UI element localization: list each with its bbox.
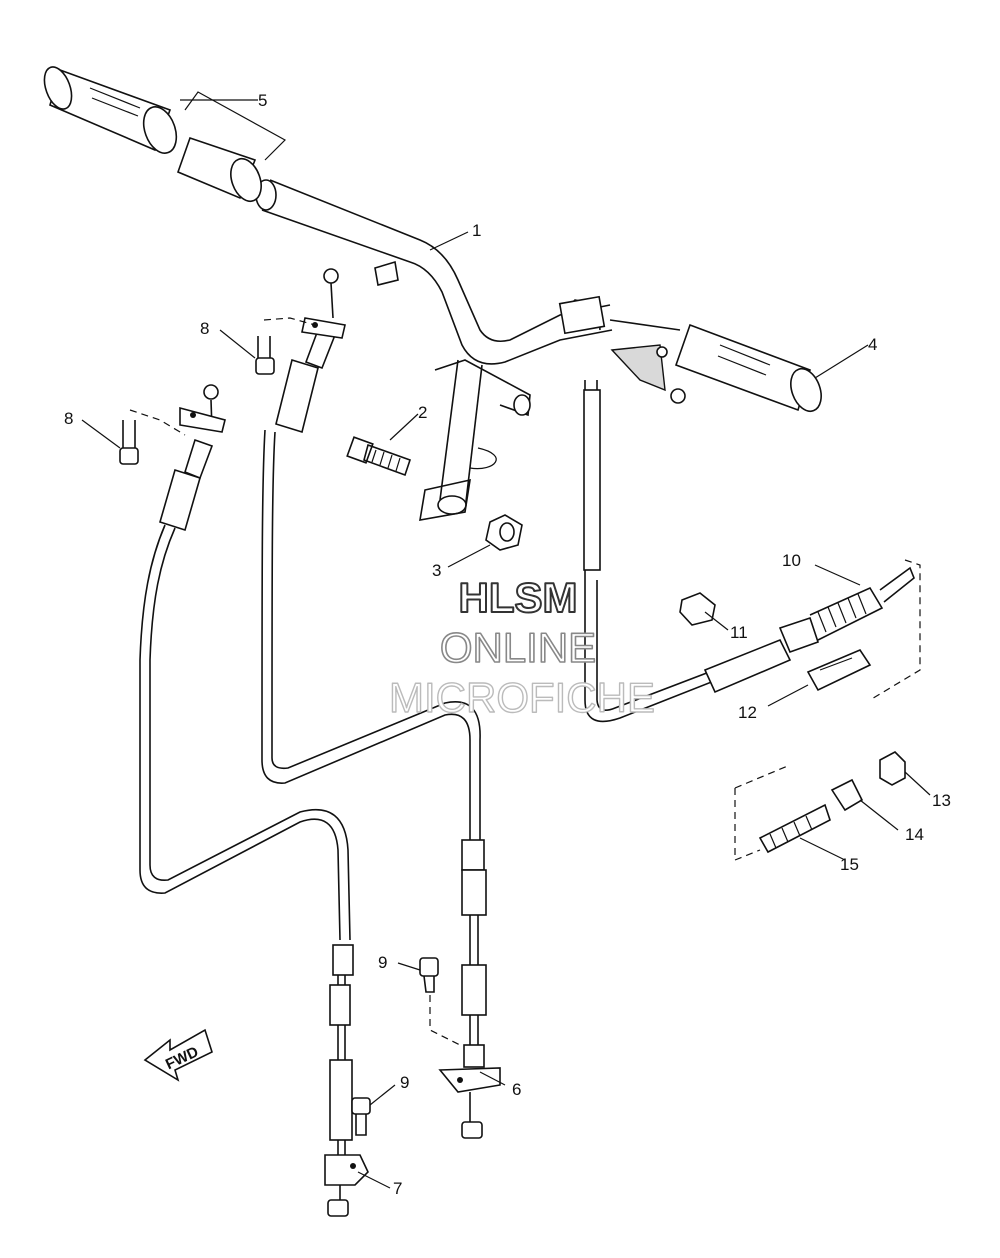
- bolt-9-lower: [351, 1097, 371, 1136]
- callout-2: 2: [418, 403, 427, 422]
- callout-5: 5: [258, 91, 267, 110]
- throttle-cable: [583, 380, 921, 723]
- callout-8-upper: 8: [200, 319, 209, 338]
- callout-15: 15: [840, 855, 859, 874]
- callout-4: 4: [868, 335, 877, 354]
- bolt-8-upper: [255, 317, 316, 375]
- callout-10: 10: [782, 551, 801, 570]
- callout-8-lower: 8: [64, 409, 73, 428]
- watermark-line-1: HLSM: [459, 574, 578, 621]
- callout-11: 11: [730, 623, 748, 642]
- callout-3: 3: [432, 561, 441, 580]
- clamp-nut: [485, 514, 523, 551]
- fwd-arrow: FWD: [143, 1028, 213, 1082]
- callout-12: 12: [738, 703, 757, 722]
- left-grip-set: [43, 66, 286, 203]
- handlebar: [255, 179, 681, 521]
- callout-1: 1: [472, 221, 481, 240]
- bolt-8-lower: [119, 409, 186, 465]
- watermark: HLSM ONLINE MICROFICHE: [388, 573, 655, 722]
- watermark-line-2: ONLINE: [440, 624, 596, 671]
- callout-9-lower: 9: [400, 1073, 409, 1092]
- bolt-9-upper: [419, 957, 439, 993]
- callout-6: 6: [512, 1080, 521, 1099]
- watermark-line-3: MICROFICHE: [389, 674, 655, 721]
- left-brake-cable: [139, 384, 369, 1217]
- adjuster-set: [734, 751, 906, 861]
- leader-lines: [81, 99, 931, 1189]
- right-grip: [610, 323, 822, 413]
- callout-9-upper: 9: [378, 953, 387, 972]
- callout-14: 14: [905, 825, 924, 844]
- callout-7: 7: [393, 1179, 402, 1198]
- clamp-bolt: [346, 436, 412, 477]
- callout-13: 13: [932, 791, 951, 810]
